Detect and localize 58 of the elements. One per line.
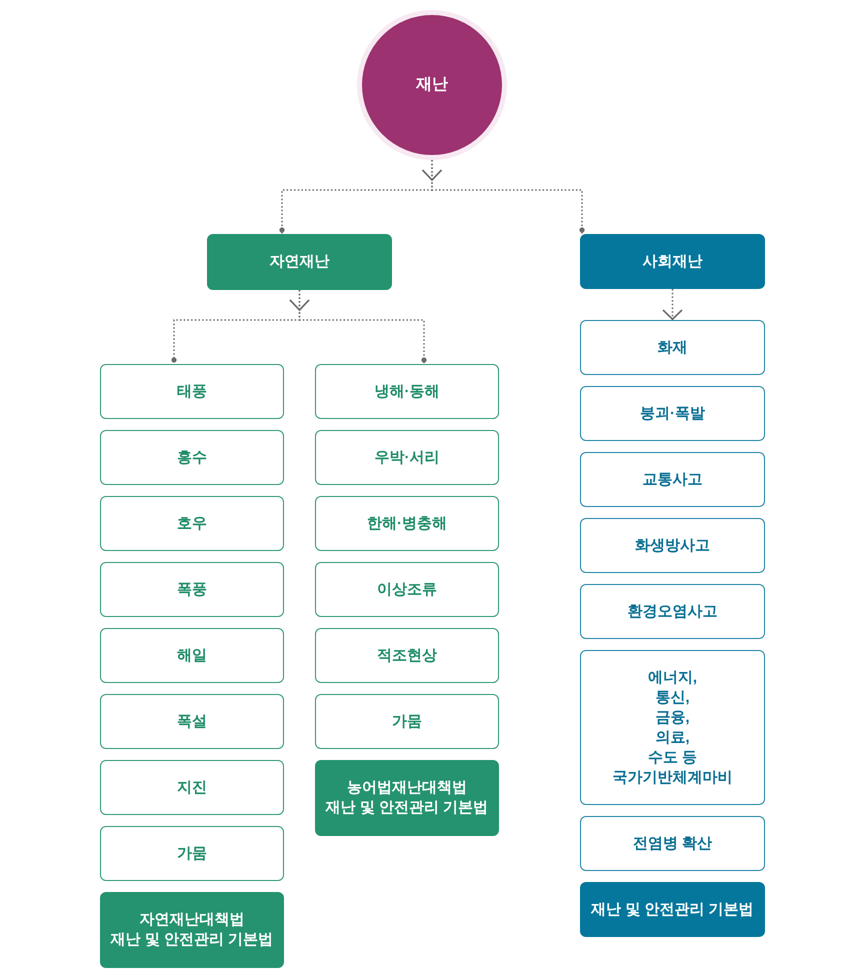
- label-text: 자연재난대책법: [140, 910, 244, 930]
- label-text: 자연재난: [270, 252, 330, 272]
- item-box: [100, 562, 284, 617]
- connector: [422, 160, 585, 234]
- label-text: 환경오염사고: [628, 602, 718, 622]
- label-text: 홍수: [177, 448, 207, 468]
- item-box: [100, 364, 284, 419]
- label-text: 태풍: [177, 382, 207, 402]
- item-box: [580, 650, 765, 805]
- label-text: 화재: [658, 338, 688, 358]
- item-box: [580, 452, 765, 507]
- label-text: 적조현상: [377, 646, 437, 666]
- label-text: 가뭄: [392, 712, 422, 732]
- item-box: [580, 518, 765, 573]
- item-box: [580, 386, 765, 441]
- item-box: [315, 496, 499, 551]
- item-box: [315, 430, 499, 485]
- label-text: 폭풍: [177, 580, 207, 600]
- item-box: [315, 364, 499, 419]
- label-text: 재난: [416, 75, 448, 95]
- item-box: [315, 562, 499, 617]
- item-box: [315, 694, 499, 749]
- law-box: [100, 892, 284, 968]
- item-box: [315, 628, 499, 683]
- label-text: 재난 및 안전관리 기본법: [591, 900, 754, 920]
- category-box: [207, 234, 392, 290]
- law-box: [580, 882, 765, 937]
- label-text: 화생방사고: [635, 536, 710, 556]
- label-text: 폭설: [177, 712, 207, 732]
- law-box: [315, 760, 499, 836]
- item-box: [100, 826, 284, 881]
- item-box: [100, 496, 284, 551]
- item-box: [100, 760, 284, 815]
- label-text: 전염병 확산: [632, 834, 712, 854]
- label-text: 재난 및 안전관리 기본법: [326, 798, 488, 818]
- label-text: 냉해·동해: [374, 382, 440, 402]
- label-text: 재난 및 안전관리 기본법: [110, 930, 274, 950]
- label-text: 지진: [177, 778, 207, 798]
- label-text: 이상조류: [377, 580, 437, 600]
- item-box: [100, 628, 284, 683]
- item-box: [580, 816, 765, 871]
- label-text: 에너지, 통신, 금융, 의료, 수도 등 국가기반체계마비: [612, 668, 734, 788]
- label-text: 해일: [177, 646, 207, 666]
- label-text: 교통사고: [642, 470, 702, 490]
- item-box: [100, 694, 284, 749]
- item-box: [580, 584, 765, 639]
- label-text: 가뭄: [177, 844, 207, 864]
- item-box: [100, 430, 284, 485]
- label-text: 우박·서리: [374, 448, 440, 468]
- label-text: 농어법재난대책법: [347, 778, 467, 798]
- connector: [662, 289, 683, 320]
- label-text: 한해·병충해: [367, 514, 447, 534]
- item-box: [580, 320, 765, 375]
- category-box: [580, 234, 765, 289]
- label-text: 호우: [177, 514, 207, 534]
- connector: [289, 290, 427, 364]
- label-text: 사회재난: [642, 252, 702, 272]
- label-text: 붕괴·폭발: [640, 404, 705, 424]
